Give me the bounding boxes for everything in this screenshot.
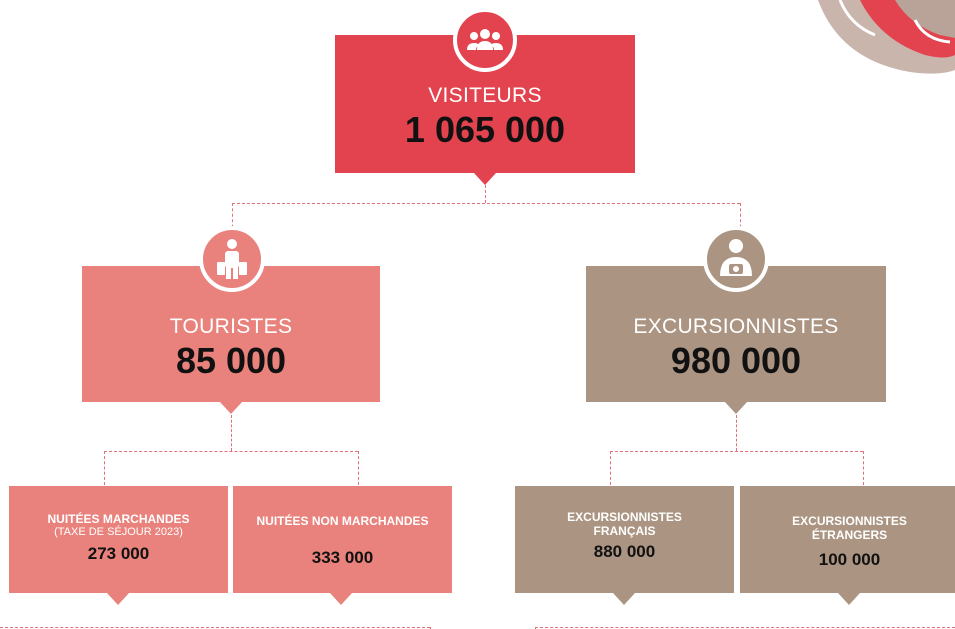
excursionnistes-francais-notch <box>613 593 635 605</box>
excursionnistes-etrangers-box: EXCURSIONNISTES ÉTRANGERS 100 000 <box>740 486 955 593</box>
excursionnistes-etrangers-title-1: EXCURSIONNISTES <box>792 514 907 528</box>
connector-excursionnistes-horizontal <box>610 451 863 452</box>
corner-illustration <box>818 0 955 74</box>
tourist-luggage-icon <box>217 239 247 279</box>
excursionnistes-notch <box>725 402 747 414</box>
connector-excursionnistes-down <box>736 415 737 451</box>
connector-nuitees-non-marchandes <box>358 451 359 485</box>
group-icon <box>467 29 503 50</box>
connector-excursionnistes-francais <box>610 451 611 485</box>
connector-visiteurs-down <box>485 185 486 203</box>
connector-top-horizontal <box>232 203 740 204</box>
visiteurs-icon-circle <box>453 8 517 72</box>
nuitees-non-marchandes-notch <box>330 593 352 605</box>
connector-touristes-down <box>231 415 232 451</box>
excursionnistes-label: EXCURSIONNISTES <box>633 315 839 338</box>
nuitees-marchandes-title: NUITÉES MARCHANDES <box>47 512 190 526</box>
nuitees-non-marchandes-title: NUITÉES NON MARCHANDES <box>256 514 429 528</box>
nuitees-marchandes-notch <box>107 593 129 605</box>
excursionnistes-francais-box: EXCURSIONNISTES FRANÇAIS 880 000 <box>515 486 734 593</box>
touristes-value: 85 000 <box>175 340 287 381</box>
connector-touristes-horizontal <box>104 451 358 452</box>
nuitees-marchandes-box: NUITÉES MARCHANDES (TAXE DE SÉJOUR 2023)… <box>9 486 228 593</box>
visiteurs-notch <box>474 173 496 185</box>
excursionnistes-etrangers-title-2: ÉTRANGERS <box>811 528 888 542</box>
nuitees-marchandes-value: 273 000 <box>87 544 150 563</box>
connector-excursionnistes-etrangers <box>863 451 864 485</box>
bottom-connector-left-end <box>430 627 431 629</box>
excursionnistes-francais-value: 880 000 <box>593 542 656 561</box>
nuitees-marchandes-subtitle: (TAXE DE SÉJOUR 2023) <box>54 526 183 538</box>
bottom-connector-left <box>0 627 430 628</box>
bottom-connector-right-start <box>535 627 536 629</box>
touristes-icon-circle <box>199 226 265 292</box>
excursionnistes-icon-circle <box>703 226 769 292</box>
photographer-icon <box>720 239 752 276</box>
visiteurs-label: VISITEURS <box>428 84 542 107</box>
excursionnistes-francais-title-2: FRANÇAIS <box>593 524 656 538</box>
excursionnistes-etrangers-notch <box>838 593 860 605</box>
excursionnistes-box: EXCURSIONNISTES 980 000 <box>586 266 886 402</box>
connector-to-excursionnistes <box>740 203 741 233</box>
nuitees-non-marchandes-box: NUITÉES NON MARCHANDES 333 000 <box>233 486 452 593</box>
touristes-box: TOURISTES 85 000 <box>82 266 380 402</box>
connector-to-touristes <box>232 203 233 233</box>
excursionnistes-value: 980 000 <box>670 340 802 381</box>
excursionnistes-francais-title-1: EXCURSIONNISTES <box>567 510 682 524</box>
excursionnistes-etrangers-value: 100 000 <box>818 550 881 569</box>
touristes-label: TOURISTES <box>169 315 293 338</box>
connector-nuitees-marchandes <box>104 451 105 485</box>
nuitees-non-marchandes-value: 333 000 <box>311 548 374 567</box>
touristes-notch <box>220 402 242 414</box>
visiteurs-value: 1 065 000 <box>404 109 566 150</box>
bottom-connector-right <box>535 627 955 628</box>
